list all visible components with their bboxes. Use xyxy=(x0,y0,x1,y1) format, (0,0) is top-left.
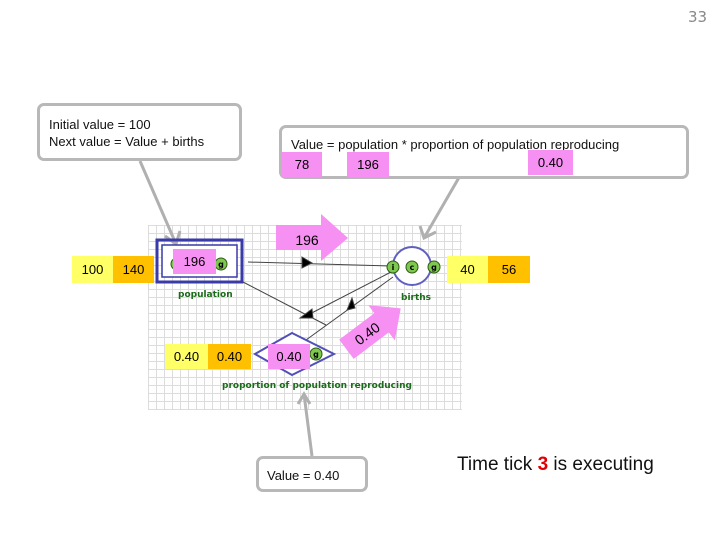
population-current-value: 140 xyxy=(113,256,154,283)
births-label: births xyxy=(401,293,432,303)
proportion-callout-text: Value = 0.40 xyxy=(267,468,340,483)
population-flow-value: 196 xyxy=(173,249,216,274)
population-callout-line2: Next value = Value + births xyxy=(49,134,205,149)
population-callout: Initial value = 100 Next value = Value +… xyxy=(37,103,242,161)
time-tick-suffix: is executing xyxy=(548,454,654,475)
proportion-inner-value: 0.40 xyxy=(268,344,310,369)
population-label: population xyxy=(178,290,233,300)
model-links xyxy=(242,256,394,341)
proportion-prev-value: 0.40 xyxy=(165,344,208,369)
time-tick-number: 3 xyxy=(537,454,549,475)
svg-text:g: g xyxy=(218,260,224,269)
births-callout: Value = population * proportion of popul… xyxy=(279,125,689,179)
births-icon-i: i xyxy=(392,263,395,272)
births-icon-g: g xyxy=(431,263,437,272)
callout-pointers xyxy=(138,160,470,457)
population-prev-value: 100 xyxy=(72,256,113,283)
births-current-value: 56 xyxy=(488,256,530,283)
time-tick-status: Time tick 3 is executing xyxy=(457,454,654,476)
population-callout-line1: Initial value = 100 xyxy=(49,117,151,132)
flow-arrow-population-births: 196 xyxy=(276,214,348,261)
births-calc-population: 78 xyxy=(282,152,322,177)
page-number: 33 xyxy=(688,8,708,26)
flow-arrow-population-births-value: 196 xyxy=(295,232,319,248)
births-calc-proportion: 0.40 xyxy=(528,150,573,175)
births-icon-c: c xyxy=(410,263,415,272)
proportion-current-value: 0.40 xyxy=(208,344,251,369)
births-calc-population-new: 196 xyxy=(347,152,389,177)
flow-arrow-proportion-births: 0.40 xyxy=(339,305,401,359)
svg-text:g: g xyxy=(313,350,319,359)
proportion-callout: Value = 0.40 xyxy=(256,456,368,492)
births-node: i c g xyxy=(386,246,441,286)
proportion-label: proportion of population reproducing xyxy=(222,381,412,391)
time-tick-prefix: Time tick xyxy=(457,454,538,475)
births-prev-value: 40 xyxy=(447,256,488,283)
births-callout-text: Value = population * proportion of popul… xyxy=(291,137,620,152)
